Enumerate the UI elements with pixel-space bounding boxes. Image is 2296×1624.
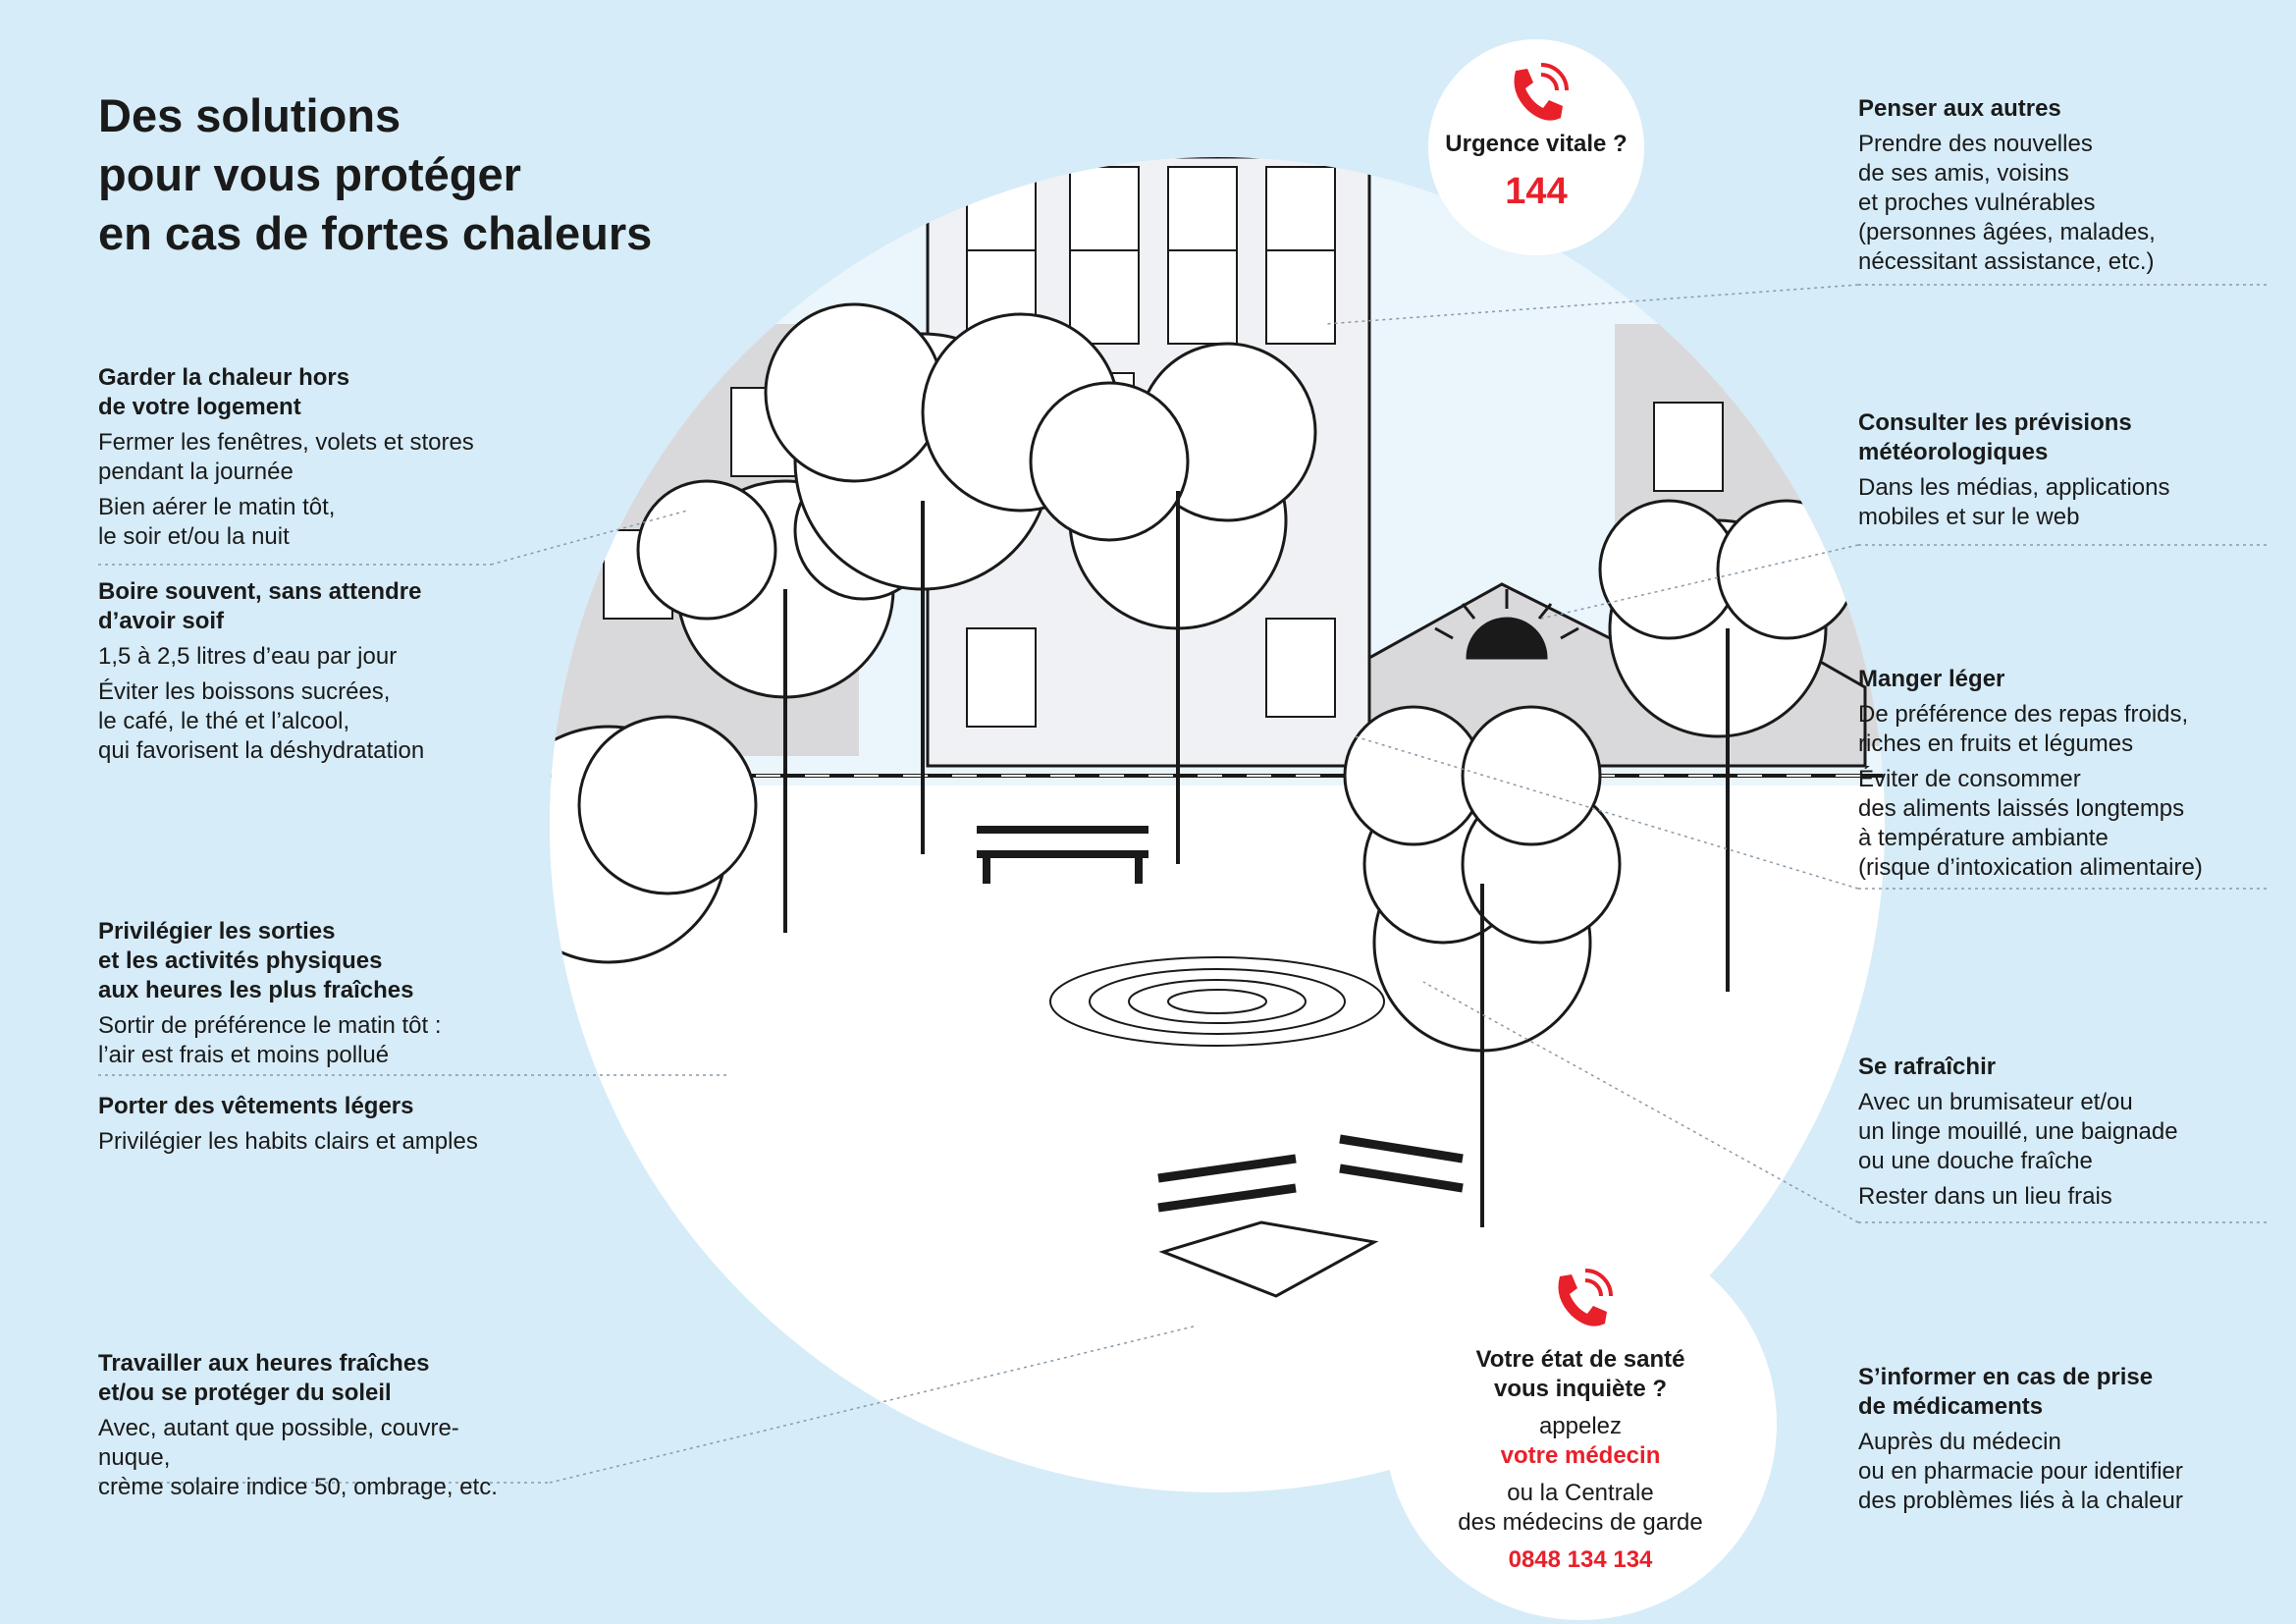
bench [977,826,1148,884]
tip-light-clothes: Porter des vêtements légers Privilégier … [98,1092,520,1157]
tip-text: l’air est frais et moins pollué [98,1042,390,1068]
tip-text: ou en pharmacie pour identifier [1858,1458,2183,1485]
tip-text: Rester dans un lieu frais [1858,1183,2112,1210]
doctor-text: des médecins de garde [1458,1509,1703,1536]
tip-text: le café, le thé et l’alcool, [98,708,350,734]
doctor-question: Votre état de santé [1475,1346,1685,1373]
tip-cool-hours-activities: Privilégier les sorties et les activités… [98,917,520,1070]
tip-heading: d’avoir soif [98,608,225,634]
fountain-pool [1049,956,1385,1047]
tip-text: des problèmes liés à la chaleur [1858,1488,2183,1514]
doctor-number[interactable]: 0848 134 134 [1508,1546,1653,1573]
tip-text: riches en fruits et légumes [1858,731,2134,757]
tip-drink-often: Boire souvent, sans attendre d’avoir soi… [98,577,520,766]
tree-trunks [783,491,1730,1227]
tip-heading: aux heures les plus fraîches [98,977,414,1003]
tip-text: Prendre des nouvelles [1858,131,2093,157]
tip-text: Avec un brumisateur et/ou [1858,1089,2133,1115]
tip-heading: Se rafraîchir [1858,1054,1997,1080]
tip-heading: Boire souvent, sans attendre [98,578,422,605]
tip-text: nécessitant assistance, etc.) [1858,248,2155,275]
doctor-highlight: votre médecin [1500,1442,1661,1469]
tip-think-of-others: Penser aux autres Prendre des nouvelles … [1858,94,2270,277]
tip-text: et proches vulnérables [1858,189,2096,216]
tip-heading: Travailler aux heures fraîches [98,1350,430,1377]
tip-heading: météorologiques [1858,439,2049,465]
tip-heading: et/ou se protéger du soleil [98,1380,392,1406]
tip-heading: de votre logement [98,394,301,420]
tip-text: (personnes âgées, malades, [1858,219,2156,245]
tip-medication-info: S’informer en cas de prise de médicament… [1858,1363,2270,1516]
tip-heading: et les activités physiques [98,947,383,974]
tip-text: (risque d’intoxication alimentaire) [1858,854,2203,881]
tip-eat-light: Manger léger De préférence des repas fro… [1858,665,2270,883]
title-line-1: Des solutions [98,89,401,141]
tip-heading: Penser aux autres [1858,95,2061,122]
tip-weather-forecast: Consulter les prévisions météorologiques… [1858,408,2270,532]
doctor-text: ou la Centrale [1507,1480,1654,1506]
tip-text: Éviter les boissons sucrées, [98,678,391,705]
tip-text: des aliments laissés longtemps [1858,795,2185,822]
tip-heading: Manger léger [1858,666,2005,692]
title-line-2: pour vous protéger [98,148,521,200]
phone-ringing-icon [1514,63,1569,121]
sun-icon [1434,589,1579,660]
tip-text: Fermer les fenêtres, volets et stores [98,429,474,456]
fence [1157,1134,1464,1213]
tip-heading: de médicaments [1858,1393,2044,1420]
tip-text: de ses amis, voisins [1858,160,2069,187]
tip-text: crème solaire indice 50, ombrage, etc. [98,1474,498,1500]
tip-keep-heat-out: Garder la chaleur hors de votre logement… [98,363,520,552]
tip-text: ou une douche fraîche [1858,1148,2093,1174]
doctor-callout: Votre état de santé vous inquiète ? appe… [1384,1227,1777,1620]
tip-text: 1,5 à 2,5 litres d’eau par jour [98,643,398,670]
tip-heading: Consulter les prévisions [1858,409,2132,436]
tip-cool-down: Se rafraîchir Avec un brumisateur et/ou … [1858,1053,2270,1212]
tip-heading: S’informer en cas de prise [1858,1364,2154,1390]
tip-text: le soir et/ou la nuit [98,523,290,550]
phone-ringing-icon [1558,1269,1613,1326]
page-title: Des solutions pour vous protéger en cas … [98,86,805,263]
doctor-question: vous inquiète ? [1493,1376,1667,1402]
tip-text: un linge mouillé, une baignade [1858,1118,2178,1145]
tip-text: qui favorisent la déshydratation [98,737,425,764]
tip-text: Éviter de consommer [1858,766,2081,792]
tip-text: Privilégier les habits clairs et amples [98,1128,478,1155]
tip-heading: Privilégier les sorties [98,918,336,945]
tip-work-cool-hours: Travailler aux heures fraîches et/ou se … [98,1349,520,1502]
tip-text: Sortir de préférence le matin tôt : [98,1012,442,1039]
tip-text: De préférence des repas froids, [1858,701,2189,728]
tip-text: Auprès du médecin [1858,1429,2061,1455]
tip-heading: Garder la chaleur hors [98,364,350,391]
emergency-callout: Urgence vitale ? 144 [1428,39,1644,255]
excavation [1158,1220,1379,1298]
tip-heading: Porter des vêtements légers [98,1093,414,1119]
emergency-number[interactable]: 144 [1505,171,1568,212]
tip-text: Bien aérer le matin tôt, [98,494,336,520]
leader-lines [98,284,2268,1484]
doctor-text: appelez [1538,1413,1623,1439]
tip-text: Dans les médias, applications [1858,474,2170,501]
tip-text: à température ambiante [1858,825,2109,851]
emergency-label: Urgence vitale ? [1445,131,1628,157]
title-line-3: en cas de fortes chaleurs [98,207,653,259]
tip-text: Avec, autant que possible, couvre-nuque, [98,1415,459,1471]
tip-text: pendant la journée [98,459,294,485]
tip-text: mobiles et sur le web [1858,504,2080,530]
